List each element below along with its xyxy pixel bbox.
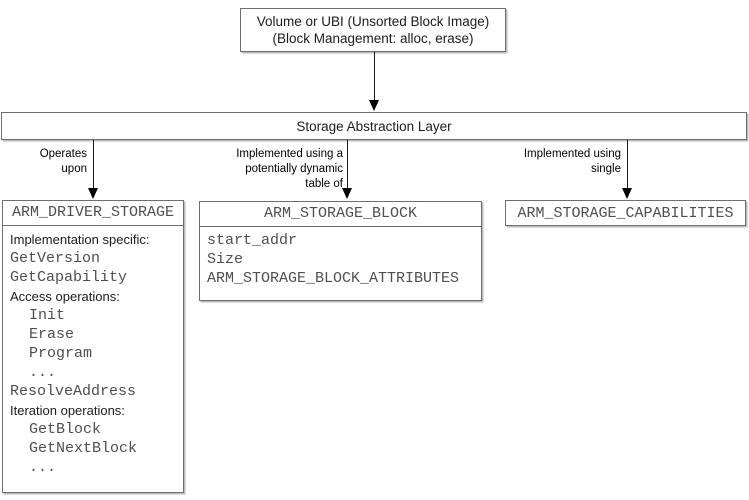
connector-sal-to-capabilities [627, 140, 628, 189]
arm-storage-block-title: ARM_STORAGE_BLOCK [200, 202, 481, 227]
arrowhead-sal-to-driver [88, 188, 98, 199]
arm-storage-capabilities-box: ARM_STORAGE_CAPABILITIES [505, 200, 746, 226]
arrowhead-volume-to-sal [369, 100, 379, 111]
driver-item-access-operations: Access operations: [10, 289, 120, 304]
edge-label-dynamic-table-line2: potentially dynamic [245, 163, 343, 175]
driver-item-resolveaddress: ResolveAddress [10, 383, 137, 400]
driver-item-erase: Erase [29, 326, 75, 343]
driver-item-getnextblock: GetNextBlock [29, 440, 138, 457]
connector-volume-to-sal [374, 52, 375, 101]
edge-label-operates-upon: Operates upon [8, 147, 87, 177]
driver-item-implementation-specific: Implementation specific: [10, 232, 150, 247]
driver-item-program: Program [29, 345, 93, 362]
edge-label-dynamic-table-line1: Implemented using a [236, 148, 343, 160]
driver-item-ellipsis-1: ... [29, 364, 57, 381]
driver-item-getblock: GetBlock [29, 421, 102, 438]
edge-label-dynamic-table-line3: table of [305, 178, 343, 190]
edge-label-single-line1: Implemented using [523, 148, 621, 160]
driver-item-init: Init [29, 307, 66, 324]
volume-ubi-line1: Volume or UBI (Unsorted Block Image) [256, 13, 490, 29]
edge-label-single-line2: single [590, 163, 621, 175]
driver-item-getcapability: GetCapability [10, 269, 128, 286]
arm-storage-capabilities-title: ARM_STORAGE_CAPABILITIES [517, 204, 734, 222]
edge-label-operates-upon-line1: Operates [39, 148, 87, 160]
arm-driver-storage-body: Implementation specific: GetVersion GetC… [3, 226, 183, 477]
driver-item-ellipsis-2: ... [29, 459, 57, 476]
arrowhead-sal-to-block [342, 188, 352, 199]
arm-driver-storage-box: ARM_DRIVER_STORAGE Implementation specif… [2, 200, 184, 493]
connector-sal-to-block [347, 140, 348, 189]
block-item-start-addr: start_addr [207, 232, 298, 249]
edge-label-operates-upon-line2: upon [61, 163, 87, 175]
connector-sal-to-driver [93, 140, 94, 189]
block-item-size: Size [207, 251, 244, 268]
arrowhead-sal-to-capabilities [622, 188, 632, 199]
arm-driver-storage-title: ARM_DRIVER_STORAGE [3, 201, 183, 226]
volume-ubi-line2: (Block Management: alloc, erase) [272, 31, 474, 46]
volume-ubi-box: Volume or UBI (Unsorted Block Image) (Bl… [240, 8, 506, 52]
driver-item-getversion: GetVersion [10, 250, 101, 267]
storage-abstraction-layer-bar: Storage Abstraction Layer [1, 112, 747, 140]
edge-label-dynamic-table: Implemented using a potentially dynamic … [222, 147, 343, 192]
arm-storage-block-box: ARM_STORAGE_BLOCK start_addr Size ARM_ST… [199, 201, 482, 301]
edge-label-single: Implemented using single [502, 147, 621, 177]
storage-abstraction-layer-label: Storage Abstraction Layer [296, 118, 452, 134]
arm-storage-block-body: start_addr Size ARM_STORAGE_BLOCK_ATTRIB… [200, 227, 481, 288]
driver-item-iteration-operations: Iteration operations: [10, 403, 125, 418]
block-item-attributes: ARM_STORAGE_BLOCK_ATTRIBUTES [207, 270, 460, 287]
